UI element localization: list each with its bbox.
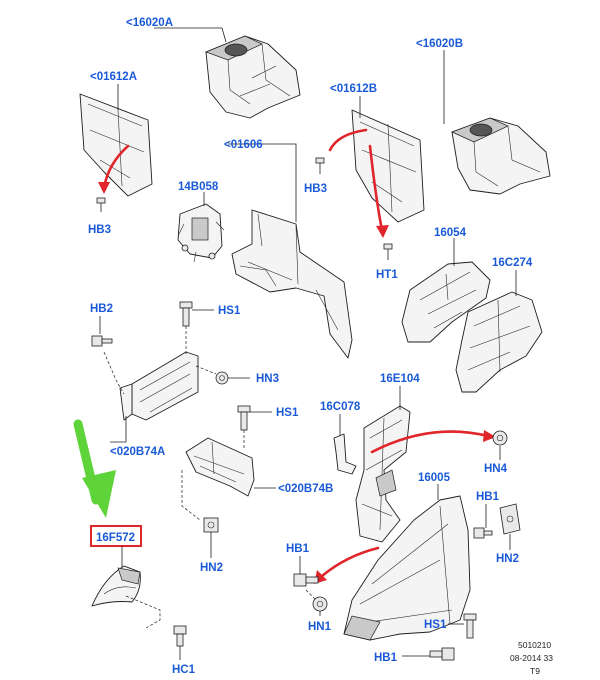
label-01606: <01606 [224,139,263,151]
label-16005: 16005 [418,472,451,484]
red-arrow-01612B-left [328,128,368,152]
label-hb1-right: HB1 [476,491,500,503]
label-16C274: 16C274 [492,257,533,269]
label-hb1-left: HB1 [286,543,310,555]
red-arrow-hb1 [320,546,380,578]
dash-hb2-a [103,351,125,395]
footer-line2: 08-2014 33 [510,653,553,663]
label-16020B: <16020B [416,38,463,50]
part-16C274-drawing [455,291,543,393]
bolt-hs1-c [463,613,477,639]
label-hc1: HC1 [172,664,196,676]
label-01612A: <01612A [90,71,137,83]
bolt-hc1 [173,625,187,647]
label-020B74A: <020B74A [110,446,165,458]
dash-hn1 [305,589,317,601]
nut-hn1 [312,596,328,612]
bolt-hb2-left [91,335,113,347]
label-16C078: 16C078 [320,401,361,413]
part-16020B-drawing [451,117,551,195]
bolt-hb1-left [293,573,319,587]
nut-hn4 [492,430,508,446]
part-16020A-drawing [205,35,301,119]
part-020B74B-drawing [185,437,255,497]
label-hn1: HN1 [308,621,332,633]
label-hs1-b: HS1 [276,407,299,419]
label-ht1: HT1 [376,269,398,281]
label-hs1-a: HS1 [218,305,241,317]
part-16C078-drawing [333,433,357,475]
bolt-hb3-right [315,157,325,174]
part-16005-drawing [343,495,471,641]
label-020B74B: <020B74B [278,483,333,495]
footer-line1: 5010210 [518,640,551,650]
clip-hn2-left [203,517,219,533]
bolt-hs1-a [179,301,193,327]
red-arrow-hn4 [370,430,490,454]
bolt-hb1-right [473,527,493,539]
part-16E104-drawing [355,405,411,543]
label-hn2-left: HN2 [200,562,223,574]
label-hb3-left: HB3 [88,224,111,236]
red-arrowhead-01612A [98,182,110,194]
bolt-hb3-left [96,197,106,212]
leader-16020A-b [221,27,227,43]
dash-bracketb [181,470,201,521]
green-pointer-head [82,470,116,518]
label-hb1-bottom: HB1 [374,652,398,664]
part-020B74A-drawing [119,351,199,421]
footer-line3: T9 [530,666,540,676]
bolt-hs1-b [237,405,251,431]
part-01612A-drawing [79,93,153,197]
label-01612B: <01612B [330,83,377,95]
part-14B058-drawing [177,203,225,263]
label-hs1-c: HS1 [424,619,447,631]
red-arrow-01612B-down [368,144,384,232]
label-hn3: HN3 [256,373,279,385]
red-arrowhead-hn4 [483,430,496,442]
dash-hc1 [125,595,161,629]
label-16E104: 16E104 [380,373,420,385]
part-16054-drawing [401,261,491,343]
bolt-hb1-bottom [429,647,455,661]
label-16F572: 16F572 [96,532,135,544]
dash-hn3 [195,365,217,375]
leader-01606 [228,143,297,222]
label-hb3-right: HB3 [304,183,327,195]
bolt-ht1 [383,243,393,260]
part-16F572-drawing [91,565,141,607]
red-arrowhead-01612B [376,225,389,238]
label-16054: 16054 [434,227,467,239]
part-01612B-drawing [351,109,425,223]
label-hn2-right: HN2 [496,553,519,565]
label-hn4: HN4 [484,463,508,475]
label-16020A: <16020A [126,17,173,29]
clip-hn2-right [499,503,521,535]
leader-020B74A [110,416,127,443]
part-01606-drawing [231,209,353,359]
label-14B058: 14B058 [178,181,219,193]
label-hb2-left: HB2 [90,303,113,315]
highlight-box-16F572 [90,525,142,547]
nut-hn3 [215,371,229,385]
